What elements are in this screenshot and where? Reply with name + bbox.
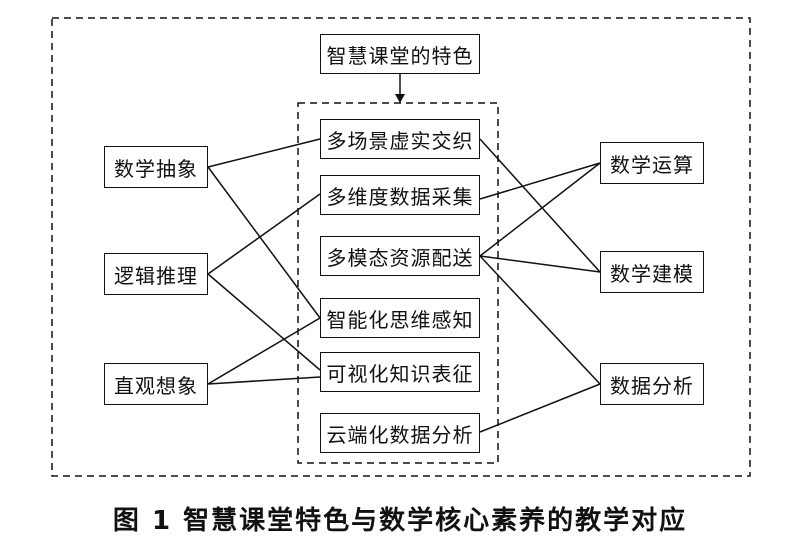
connector-shuxuechouxiang-zhinenghua xyxy=(207,166,321,319)
competency-label: 直观想象 xyxy=(114,373,198,398)
competency-label: 数学抽象 xyxy=(114,156,198,181)
feature-label: 智能化思维感知 xyxy=(326,307,474,332)
feature-label: 云端化数据分析 xyxy=(326,422,474,447)
feature-box-duomotai: 多模态资源配送 xyxy=(320,236,480,276)
feature-label: 多维度数据采集 xyxy=(326,184,474,209)
connector-zhiguanxiangxiang-zhinenghua xyxy=(207,317,321,385)
inner-dashed-frame xyxy=(297,102,499,464)
connector-yunduanhua-shujufenxi xyxy=(479,383,601,433)
feature-box-yunduanhua: 云端化数据分析 xyxy=(320,413,480,453)
competency-label: 数据分析 xyxy=(610,373,694,398)
competency-box-shuxuejianmo: 数学建模 xyxy=(600,251,704,293)
competency-box-shuxueyunsuan: 数学运算 xyxy=(600,142,704,184)
connector-zhiguanxiangxiang-keshihua xyxy=(207,376,321,385)
outer-dashed-frame xyxy=(51,17,751,477)
feature-box-duochangjing: 多场景虚实交织 xyxy=(320,119,480,159)
connector-duoweidu-shuxueyunsuan xyxy=(479,162,601,200)
feature-box-duoweidu: 多维度数据采集 xyxy=(320,175,480,215)
feature-box-keshihua: 可视化知识表征 xyxy=(320,352,480,392)
title-box: 智慧课堂的特色 xyxy=(320,34,480,74)
feature-box-zhinenghua: 智能化思维感知 xyxy=(320,298,480,338)
title-arrow-head xyxy=(395,94,405,103)
connector-duochangjing-shuxuejianmo xyxy=(479,138,601,273)
connector-duomotai-shuxueyunsuan xyxy=(479,162,601,257)
competency-box-shuxuechouxiang: 数学抽象 xyxy=(104,146,208,188)
connector-luojituili-keshihua xyxy=(207,273,321,371)
connector-shuxuechouxiang-duochangjing xyxy=(207,138,321,168)
title-text: 智慧课堂的特色 xyxy=(326,43,474,68)
figure-caption: 图 1 智慧课堂特色与数学核心素养的教学对应 xyxy=(112,506,688,536)
competency-box-shujufenxi: 数据分析 xyxy=(600,363,704,405)
competency-label: 数学建模 xyxy=(610,261,694,286)
feature-label: 可视化知识表征 xyxy=(326,361,474,386)
connector-duomotai-shujufenxi xyxy=(479,255,601,385)
connector-duomotai-shuxuejianmo xyxy=(479,255,601,273)
competency-box-zhiguanxiangxiang: 直观想象 xyxy=(104,363,208,405)
competency-label: 数学运算 xyxy=(610,152,694,177)
competency-label: 逻辑推理 xyxy=(114,263,198,288)
feature-label: 多模态资源配送 xyxy=(326,245,474,270)
feature-label: 多场景虚实交织 xyxy=(326,128,474,153)
connector-luojituili-duoweidu xyxy=(207,193,321,275)
competency-box-luojituili: 逻辑推理 xyxy=(104,253,208,295)
